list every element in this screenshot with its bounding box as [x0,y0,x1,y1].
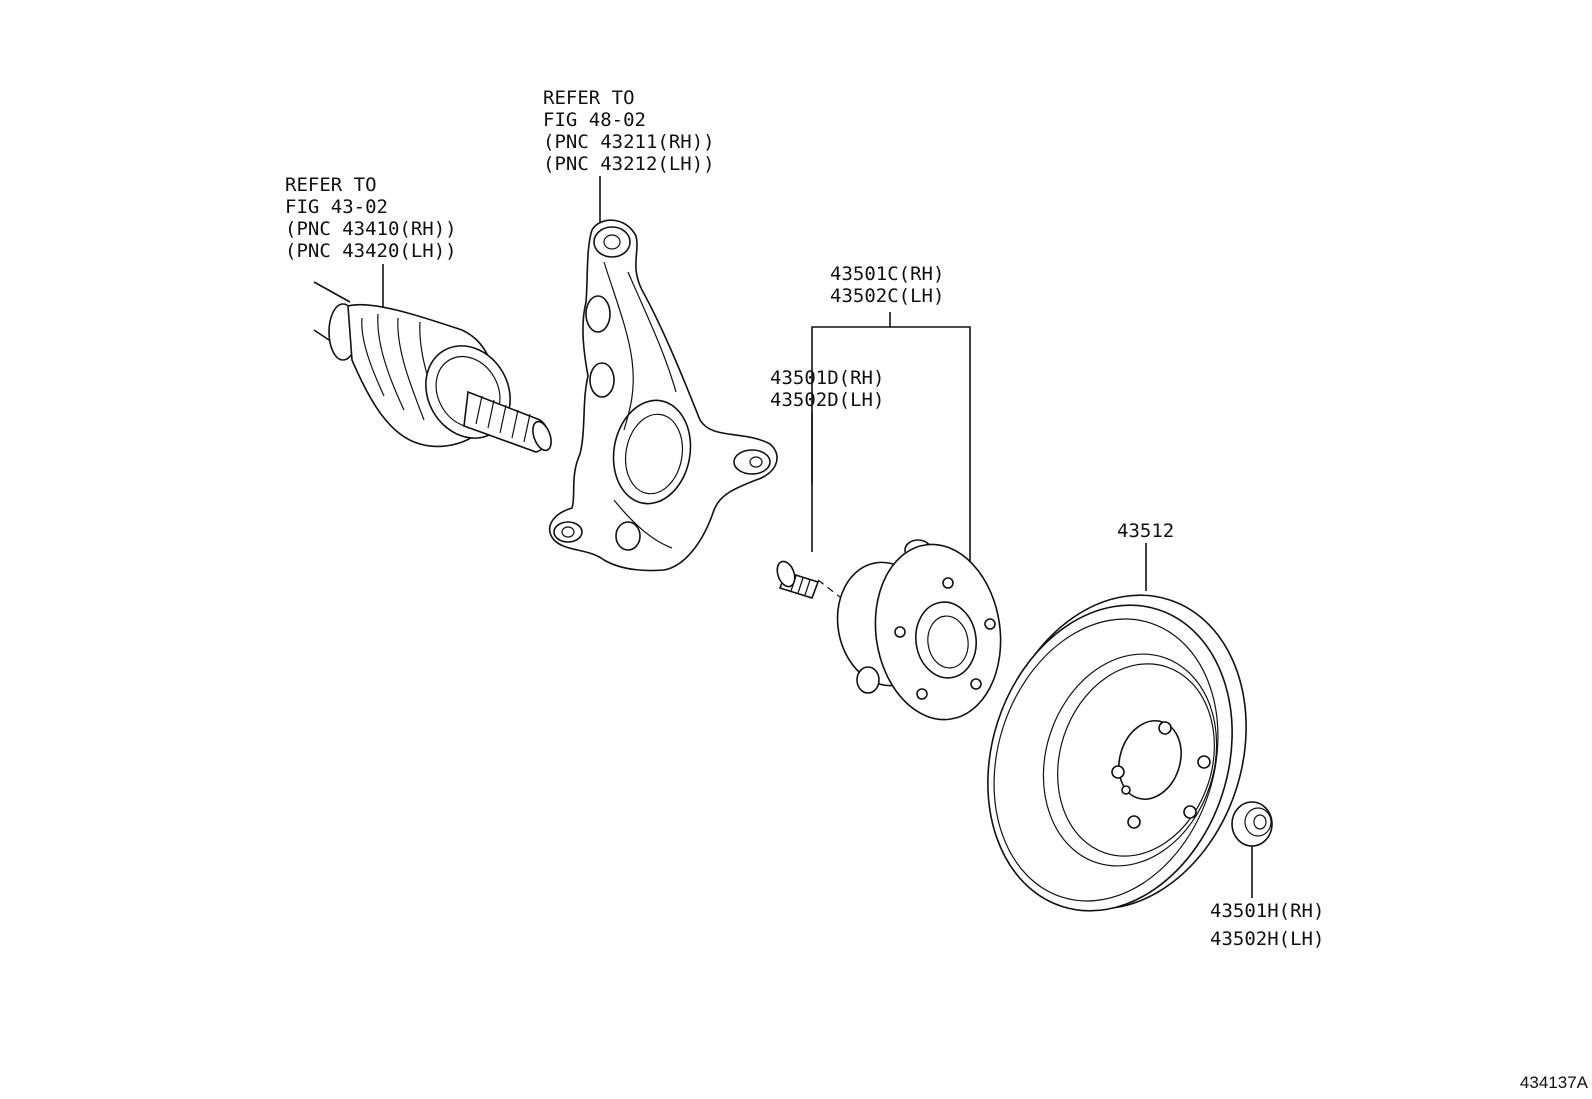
disc-stud-hole-3 [1183,805,1197,819]
hub-pilot-outer [915,601,977,679]
hub-label-line-1: 43501C(RH) [830,263,944,285]
lower-mount-eye [553,521,583,543]
steering-knuckle [548,219,778,572]
stud-hole-5 [894,626,906,638]
spline-4 [511,409,519,439]
disc-stud-hole-4 [1127,815,1141,829]
driveshaft-label-line-3: (PNC 43410(RH)) [285,218,457,240]
boot-fold-3 [397,317,425,421]
bolt-label: 43501D(RH) 43502D(LH) [770,367,884,411]
hub-bolt [776,560,820,599]
bolt-head [776,560,796,588]
driveshaft-label: REFER TO FIG 43-02 (PNC 43410(RH)) (PNC … [285,174,457,262]
stud-hole-3 [970,678,982,690]
nut-label-line-1: 43501H(RH) [1210,900,1324,922]
nut-face [1244,807,1272,837]
bolt-label-line-1: 43501D(RH) [770,367,884,389]
driveshaft-label-line-4: (PNC 43420(LH)) [285,240,457,262]
hub-label-line-2: 43502C(LH) [830,285,944,307]
disc-stud-hole-5 [1111,765,1125,779]
nut-label: 43501H(RH) 43502H(LH) [1210,900,1324,950]
boot-fold-1 [361,317,385,397]
hub-bore-inner [624,413,684,495]
stud-hole-4 [916,688,928,700]
driveshaft-label-line-2: FIG 43-02 [285,196,388,218]
disc-set-screw-hole [1121,785,1131,795]
figure-id: 434137A [1520,1073,1589,1092]
disc-hat-inner [1057,663,1215,857]
hub-bearing-assembly [836,539,1002,721]
shaft-top-line [313,281,351,303]
bolt-thread-2 [797,577,804,594]
knuckle-rib-2 [627,271,677,393]
tie-rod-arm-hole [749,456,763,468]
brake-disc [987,594,1247,912]
knuckle-label-line-1: REFER TO [543,87,635,109]
stud-hole-1 [942,577,954,589]
knuckle-rib-1 [603,261,634,431]
lower-boss [615,521,641,551]
disc-hat-outer [1042,653,1218,867]
disc-stud-hole-2 [1197,755,1211,769]
nut-label-line-2: 43502H(LH) [1210,928,1324,950]
hub-nut [1231,801,1273,847]
knuckle-label-line-4: (PNC 43212(LH)) [543,153,715,175]
bolt-thread-3 [804,579,811,596]
disc-label-line-1: 43512 [1117,520,1174,542]
spline-5 [523,413,531,443]
stud-hole-2 [984,618,996,630]
spline-3 [499,404,507,434]
hub-bore-outer [612,399,692,505]
disc-label: 43512 [1117,520,1174,542]
knuckle-body [548,219,778,572]
disc-stud-hole-1 [1158,721,1172,735]
leader-lines [382,176,1253,898]
stub-end [532,420,552,452]
arm-boss-2 [589,362,615,398]
upper-mount-hole [603,234,621,250]
spline-2 [487,399,495,429]
disc-rim-line [993,618,1219,902]
hub-pilot-inner [927,615,969,669]
lower-mount-hole [561,526,575,538]
nut-thread-bore [1253,814,1267,830]
arm-boss-1 [585,295,611,333]
hub-label: 43501C(RH) 43502C(LH) [830,263,944,307]
tie-rod-arm-eye [733,449,771,475]
spline-1 [475,395,483,425]
knuckle-label-line-2: FIG 48-02 [543,109,646,131]
upper-mount-eye [593,226,631,258]
bolt-label-line-2: 43502D(LH) [770,389,884,411]
knuckle-rib-3 [613,499,673,549]
hub-bracket-leader [811,326,971,574]
boot-fold-2 [377,313,405,411]
drive-shaft-cv-joint [313,281,552,453]
knuckle-label: REFER TO FIG 48-02 (PNC 43211(RH)) (PNC … [543,87,715,175]
housing-ear-bottom [856,666,880,694]
disc-outer-front [987,604,1233,912]
driveshaft-label-line-1: REFER TO [285,174,377,196]
knuckle-label-line-3: (PNC 43211(RH)) [543,131,715,153]
